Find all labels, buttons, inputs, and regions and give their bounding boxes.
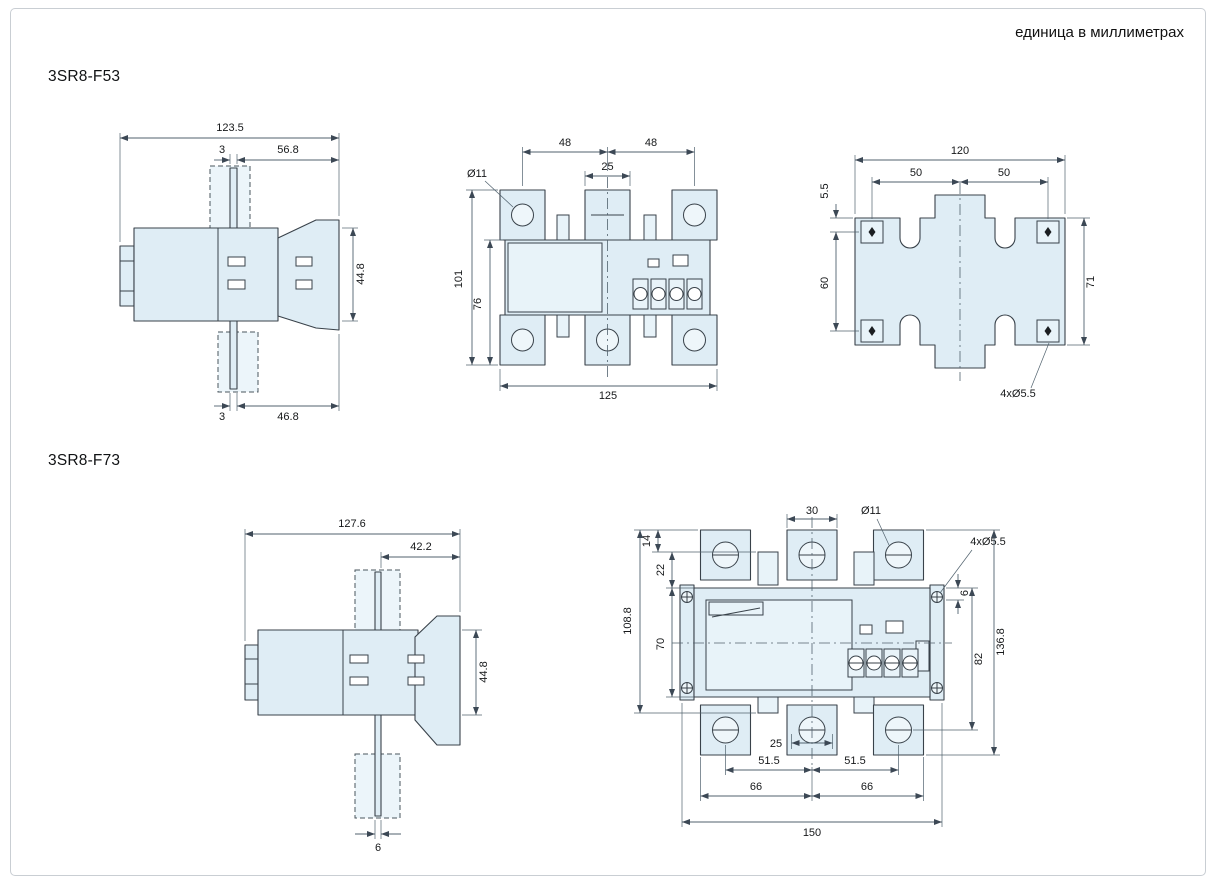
dim-overall-width: 125	[599, 390, 617, 402]
f53-mounting-geometry	[854, 183, 1066, 381]
f53-front-geometry	[499, 177, 718, 379]
dim-middle-terminal-width: 25	[601, 161, 613, 173]
leader-line	[876, 518, 890, 546]
dim-top-right-length: 56.8	[277, 144, 298, 156]
dim-terminal-span-left: 66	[750, 781, 762, 793]
dim-overall-width: 120	[951, 145, 969, 157]
dim-top-right-length: 42.2	[410, 541, 431, 553]
terminal-hole	[683, 203, 706, 227]
f53-mounting-dimensions: 120 50 50 5.5 60 71 4xØ5.5	[819, 145, 1097, 400]
dim-terminal-hole: Ø11	[467, 168, 487, 180]
connector-lug	[119, 245, 135, 307]
dim-overall-length: 123.5	[216, 122, 244, 134]
dim-height-to-clamp: 108.8	[622, 607, 634, 635]
dim-blade-offset-bottom: 3	[219, 411, 225, 423]
dim-total-height: 101	[453, 270, 465, 288]
dim-blade-width: 6	[375, 842, 381, 854]
dim-body-height: 70	[655, 638, 667, 650]
terminal-block	[699, 529, 752, 581]
dim-blade-offset-top: 3	[219, 144, 225, 156]
mounting-hole	[868, 326, 876, 336]
f53-mounting-view: 120 50 50 5.5 60 71 4xØ5.5	[819, 145, 1097, 400]
mounting-hole	[868, 227, 876, 237]
relay-flange	[277, 219, 340, 331]
dim-body-height: 76	[472, 298, 484, 310]
wiring-screw	[651, 287, 666, 301]
dim-pole-pitch-right: 51.5	[844, 755, 865, 767]
clamp-tab	[757, 551, 779, 586]
actuator-blade-top	[229, 167, 238, 231]
mounting-plate	[854, 194, 1066, 369]
units-note: единица в миллиметрах	[1015, 24, 1184, 41]
clamp-tab	[757, 696, 779, 714]
f53-side-geometry	[119, 165, 340, 393]
dim-hole-span-right: 50	[998, 167, 1010, 179]
leader-line	[484, 180, 514, 208]
dim-mounting-holes: 4xØ5.5	[1000, 388, 1035, 400]
f53-side-view: 123.5 3 56.8 44.8 3 46.8	[119, 122, 367, 423]
dim-terminal-span-right: 66	[861, 781, 873, 793]
f53-front-dimensions: 48 48 25 Ø11 101 76 125	[453, 137, 718, 402]
actuator-blade-bottom	[374, 714, 382, 817]
dim-edge-offset: 5.5	[819, 183, 831, 198]
relay-module	[507, 242, 603, 313]
wiring-screw	[633, 287, 648, 301]
dim-bottom-terminal-width: 25	[770, 738, 782, 750]
relay-body	[133, 227, 279, 322]
mounting-hole	[1044, 227, 1052, 237]
terminal-hole	[511, 328, 534, 352]
dim-bottom-right-length: 46.8	[277, 411, 298, 423]
dim-hole-span-left: 50	[910, 167, 922, 179]
f73-front-view: 30 Ø11 4xØ5.5 14 22 108.8 70 6	[622, 505, 1007, 839]
dim-pole-pitch-left: 51.5	[758, 755, 779, 767]
leader-line	[939, 549, 973, 594]
dim-hole-span-vertical: 60	[819, 277, 831, 289]
dim-clamp-height: 22	[655, 564, 667, 576]
wiring-screw	[669, 287, 684, 301]
f53-side-dimensions: 123.5 3 56.8 44.8 3 46.8	[119, 122, 367, 423]
dim-mounting-holes: 4xØ5.5	[970, 536, 1005, 548]
dim-total-height: 136.8	[995, 628, 1007, 656]
leader-line	[1030, 342, 1050, 389]
f53-front-view: 48 48 25 Ø11 101 76 125	[453, 137, 718, 402]
dim-body-height: 44.8	[478, 661, 490, 682]
model-title-f53: 3SR8-F53	[48, 68, 121, 85]
wiring-screw	[687, 287, 702, 301]
f73-side-dimensions: 127.6 42.2 44.8 6	[244, 518, 490, 854]
f73-side-geometry	[244, 569, 461, 819]
relay-flange	[414, 615, 461, 746]
dim-overall-height: 71	[1085, 276, 1097, 288]
sheet-border	[10, 8, 1206, 876]
f73-front-geometry	[672, 517, 952, 767]
dim-plate-offset: 6	[959, 590, 971, 596]
phantom-box-bottom	[217, 331, 259, 393]
clamp-tab	[853, 696, 875, 714]
relay-body	[257, 629, 419, 716]
dim-pole-pitch-left: 48	[559, 137, 571, 149]
f73-front-dimensions: 30 Ø11 4xØ5.5 14 22 108.8 70 6	[622, 505, 1007, 839]
mounting-hole	[1044, 326, 1052, 336]
connector-lug	[244, 644, 259, 701]
clamp-tab	[853, 551, 875, 586]
dim-overall-width: 150	[803, 827, 821, 839]
f73-side-view: 127.6 42.2 44.8 6	[244, 518, 490, 854]
actuator-blade-bottom	[229, 318, 238, 390]
actuator-blade-top	[374, 571, 382, 631]
dim-top-offset: 14	[641, 535, 653, 547]
dim-body-to-terminal: 82	[973, 653, 985, 665]
terminal-hole	[511, 203, 534, 227]
dim-middle-terminal-width: 30	[806, 505, 818, 517]
dim-terminal-hole: Ø11	[861, 505, 881, 517]
model-title-f73: 3SR8-F73	[48, 452, 121, 469]
dim-pole-pitch-right: 48	[645, 137, 657, 149]
terminal-hole	[683, 328, 706, 352]
dim-body-height: 44.8	[355, 263, 367, 284]
dim-overall-length: 127.6	[338, 518, 366, 530]
